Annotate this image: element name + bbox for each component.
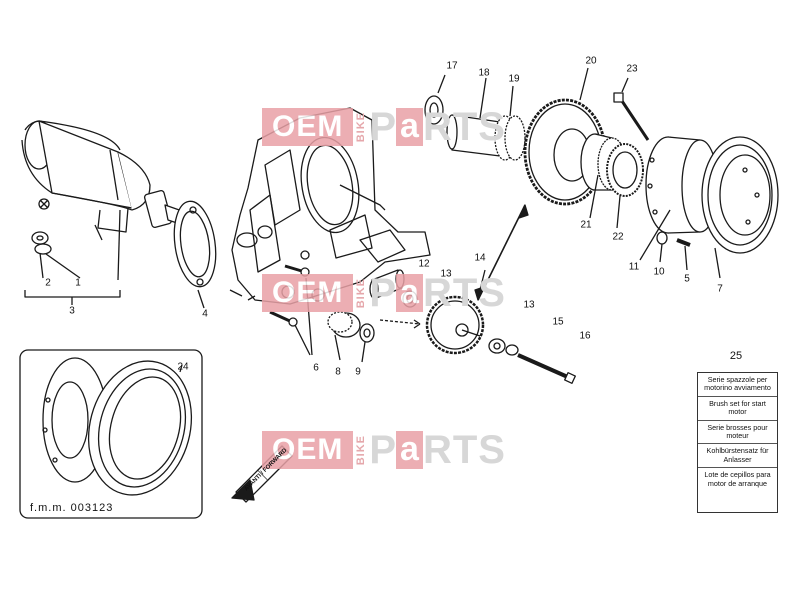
brush-kit-description: Serie spazzole per motorino avviamento B… xyxy=(697,372,778,513)
watermark-rts: RTS xyxy=(422,105,506,149)
callout-20: 20 xyxy=(585,55,597,67)
starter-motor xyxy=(21,120,187,241)
watermark-bike: BIKE xyxy=(355,434,368,466)
callout-21: 21 xyxy=(580,219,592,231)
watermark-oem: OEM xyxy=(262,431,354,469)
callout-13-lower: 13 xyxy=(523,299,535,311)
crankcase-housing xyxy=(229,107,431,305)
watermark-rts: RTS xyxy=(422,428,506,472)
callout-13-upper: 13 xyxy=(440,268,452,280)
watermark-bike: BIKE xyxy=(355,277,368,309)
callout-11: 11 xyxy=(628,261,640,273)
callout-19: 19 xyxy=(508,73,520,85)
watermark-top: OEM BIKE P a RTS xyxy=(262,107,506,147)
flywheel-hub xyxy=(639,136,719,261)
thrust-washer xyxy=(424,95,444,125)
bushing-bearing xyxy=(446,77,526,161)
watermark-bike: BIKE xyxy=(355,111,368,143)
callout-24: 24 xyxy=(177,361,189,373)
callout-10: 10 xyxy=(653,266,665,278)
watermark-bottom: OEM BIKE P a RTS xyxy=(262,430,506,470)
callout-8: 8 xyxy=(335,366,341,378)
gasket xyxy=(173,200,217,288)
freewheel xyxy=(580,133,644,229)
callout-15: 15 xyxy=(552,316,564,328)
watermark-p: P xyxy=(369,105,397,149)
callout-22: 22 xyxy=(612,231,624,243)
lock-washer xyxy=(656,231,668,245)
watermark-rts: RTS xyxy=(422,271,506,315)
kit-entry-it: Serie spazzole per motorino avviamento xyxy=(698,373,777,397)
watermark-p: P xyxy=(369,428,397,472)
callout-23: 23 xyxy=(626,63,638,75)
watermark-a: a xyxy=(396,108,423,146)
kit-entry-es: Lote de cepillos para motor de arranque xyxy=(704,470,771,488)
nut-washer xyxy=(31,231,52,255)
callout-1: 1 xyxy=(75,277,81,289)
callout-4: 4 xyxy=(202,308,208,320)
kit-entry-de: Kohlbürstensatz für Anlasser xyxy=(698,444,777,469)
watermark-middle: OEM BIKE P a RTS xyxy=(262,273,506,313)
callout-25: 25 xyxy=(729,350,743,362)
assembly-arrow xyxy=(477,204,526,301)
callout-6: 6 xyxy=(313,362,319,374)
watermark-a: a xyxy=(396,431,423,469)
watermark-p: P xyxy=(369,271,397,315)
callout-3: 3 xyxy=(69,305,75,317)
callout-18: 18 xyxy=(478,67,490,79)
watermark-oem: OEM xyxy=(262,274,354,312)
callout-9: 9 xyxy=(355,366,361,378)
callout-2: 2 xyxy=(45,277,51,289)
callout-12: 12 xyxy=(418,258,430,270)
watermark-a: a xyxy=(396,274,423,312)
callout-14: 14 xyxy=(474,252,486,264)
kit-entry-fr: Serie brosses pour moteur xyxy=(698,421,777,445)
callout-7: 7 xyxy=(717,283,723,295)
callout-5: 5 xyxy=(684,273,690,285)
figure-code: f.m.m. 003123 xyxy=(30,502,114,514)
callout-16: 16 xyxy=(579,330,591,342)
callout-17: 17 xyxy=(446,60,458,72)
flywheel-rotor xyxy=(701,136,779,279)
watermark-oem: OEM xyxy=(262,108,354,146)
pinion-gear xyxy=(327,311,421,363)
inset-panel xyxy=(19,349,203,519)
kit-entry-en: Brush set for start motor xyxy=(698,397,777,421)
